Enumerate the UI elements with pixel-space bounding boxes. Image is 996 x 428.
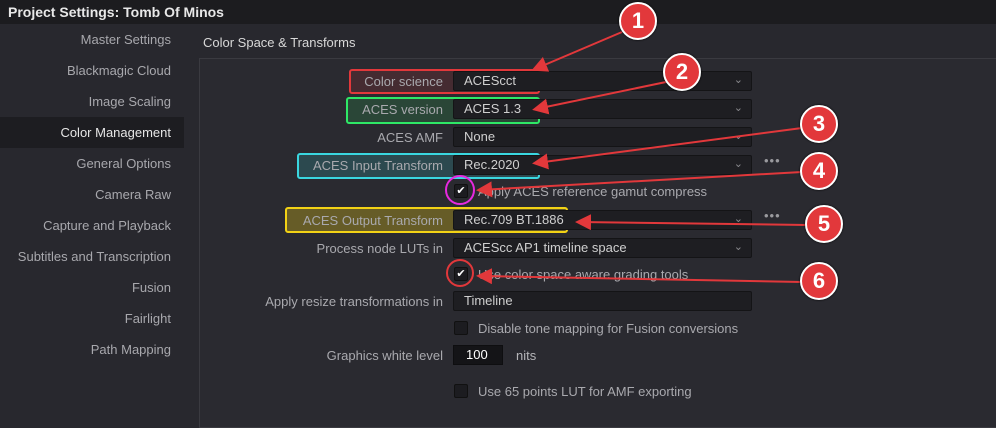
white-level-unit: nits xyxy=(516,348,537,363)
process-luts-dropdown[interactable]: ACEScc AP1 timeline space ⌄ xyxy=(453,238,752,258)
output-transform-dropdown[interactable]: Rec.709 BT.1886 ⌄ xyxy=(453,210,752,230)
input-transform-label: ACES Input Transform xyxy=(312,158,443,173)
sidebar-item-general-options[interactable]: General Options xyxy=(76,156,171,171)
row-white-level: Graphics white level 100 nits xyxy=(0,345,996,367)
process-luts-label: Process node LUTs in xyxy=(316,241,443,256)
aces-version-dropdown[interactable]: ACES 1.3 ⌄ xyxy=(453,99,752,119)
row-color-science: Color science ACEScct ⌄ xyxy=(0,71,996,93)
row-aces-version: ACES version ACES 1.3 ⌄ xyxy=(0,99,996,121)
sidebar-item-fusion[interactable]: Fusion xyxy=(131,280,171,295)
window-title: Project Settings: Tomb Of Minos xyxy=(0,0,996,24)
sidebar-item-blackmagic-cloud[interactable]: Blackmagic Cloud xyxy=(66,63,171,78)
sidebar-item-fairlight[interactable]: Fairlight xyxy=(124,311,171,326)
annotation-badge-5: 5 xyxy=(805,205,843,243)
lut65-checkbox[interactable] xyxy=(454,384,468,398)
chevron-down-icon: ⌄ xyxy=(733,241,743,253)
aces-amf-label: ACES AMF xyxy=(377,130,443,145)
row-disable-tone: Disable tone mapping for Fusion conversi… xyxy=(0,319,996,341)
disable-tone-checkbox[interactable] xyxy=(454,321,468,335)
output-transform-value: Rec.709 BT.1886 xyxy=(464,212,564,227)
aces-amf-value: None xyxy=(464,129,496,144)
output-transform-label: ACES Output Transform xyxy=(302,213,443,228)
process-luts-value: ACEScc AP1 timeline space xyxy=(464,240,627,255)
cs-aware-checkbox[interactable]: ✔ xyxy=(454,267,468,281)
row-lut65: Use 65 points LUT for AMF exporting xyxy=(0,382,996,404)
sidebar-item-subtitles[interactable]: Subtitles and Transcription xyxy=(17,249,171,264)
sidebar-item-path-mapping[interactable]: Path Mapping xyxy=(90,342,171,357)
sidebar-item-camera-raw[interactable]: Camera Raw xyxy=(95,187,171,202)
gamut-compress-label: Apply ACES reference gamut compress xyxy=(478,184,708,199)
row-input-transform: ACES Input Transform Rec.2020 ⌄ ••• xyxy=(0,153,996,177)
sidebar: Master Settings Blackmagic Cloud Image S… xyxy=(0,24,184,417)
sidebar-item-color-management[interactable]: Color Management xyxy=(0,117,184,148)
sidebar-item-master-settings[interactable]: Master Settings xyxy=(80,32,171,47)
white-level-input[interactable]: 100 xyxy=(453,345,503,365)
section-title: Color Space & Transforms xyxy=(203,35,356,50)
more-icon[interactable]: ••• xyxy=(764,153,781,168)
annotation-badge-3: 3 xyxy=(800,105,838,143)
chevron-down-icon: ⌄ xyxy=(733,130,743,142)
chevron-down-icon: ⌄ xyxy=(733,213,743,225)
cs-aware-label: Use color space aware grading tools xyxy=(478,267,689,282)
chevron-down-icon: ⌄ xyxy=(733,102,743,114)
aces-version-label: ACES version xyxy=(362,102,443,117)
annotation-badge-1: 1 xyxy=(619,2,657,40)
gamut-compress-checkbox[interactable]: ✔ xyxy=(454,184,468,198)
row-aces-amf: ACES AMF None ⌄ xyxy=(0,127,996,149)
row-output-transform: ACES Output Transform Rec.709 BT.1886 ⌄ •… xyxy=(0,208,996,232)
color-science-value: ACEScct xyxy=(464,73,517,88)
annotation-badge-4: 4 xyxy=(800,152,838,190)
color-science-dropdown[interactable]: ACEScct ⌄ xyxy=(453,71,752,91)
sidebar-item-image-scaling[interactable]: Image Scaling xyxy=(88,94,171,109)
sidebar-item-capture-playback[interactable]: Capture and Playback xyxy=(43,218,171,233)
input-transform-value: Rec.2020 xyxy=(464,157,520,172)
row-resize: Apply resize transformations in Timeline xyxy=(0,291,996,313)
row-process-luts: Process node LUTs in ACEScc AP1 timeline… xyxy=(0,238,996,260)
resize-label: Apply resize transformations in xyxy=(265,294,443,309)
chevron-down-icon: ⌄ xyxy=(733,158,743,170)
chevron-down-icon: ⌄ xyxy=(733,74,743,86)
aces-amf-dropdown[interactable]: None ⌄ xyxy=(453,127,752,147)
resize-value: Timeline xyxy=(464,293,513,308)
aces-version-value: ACES 1.3 xyxy=(464,101,522,116)
more-icon[interactable]: ••• xyxy=(764,208,781,223)
annotation-badge-2: 2 xyxy=(663,53,701,91)
input-transform-dropdown[interactable]: Rec.2020 ⌄ xyxy=(453,155,752,175)
white-level-label: Graphics white level xyxy=(326,348,443,363)
resize-dropdown[interactable]: Timeline xyxy=(453,291,752,311)
color-science-label: Color science xyxy=(364,74,443,89)
row-gamut-compress: ✔ Apply ACES reference gamut compress xyxy=(0,182,996,204)
row-cs-aware: ✔ Use color space aware grading tools xyxy=(0,265,996,287)
annotation-badge-6: 6 xyxy=(800,262,838,300)
lut65-label: Use 65 points LUT for AMF exporting xyxy=(478,384,692,399)
disable-tone-label: Disable tone mapping for Fusion conversi… xyxy=(478,321,739,336)
